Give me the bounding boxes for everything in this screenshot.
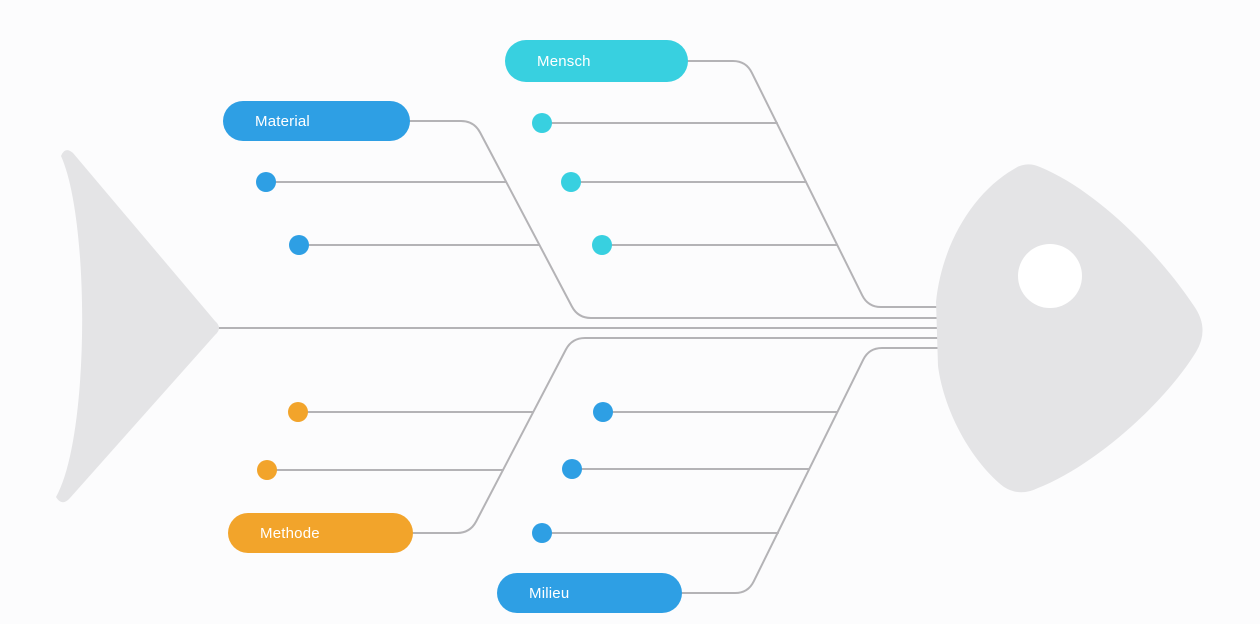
fish-tail[interactable] <box>56 150 219 503</box>
cause-dot-mensch-3[interactable] <box>592 235 612 255</box>
cause-dot-methode-1[interactable] <box>288 402 308 422</box>
category-label-milieu[interactable]: Milieu <box>497 573 682 613</box>
category-label-mensch[interactable]: Mensch <box>505 40 688 82</box>
branch-line-milieu <box>681 347 939 594</box>
cause-dot-milieu-2[interactable] <box>562 459 582 479</box>
cause-dot-mensch-2[interactable] <box>561 172 581 192</box>
cause-dot-milieu-3[interactable] <box>532 523 552 543</box>
category-label-methode[interactable]: Methode <box>228 513 413 553</box>
category-label-milieu-text: Milieu <box>529 584 570 602</box>
branch-line-methode <box>412 337 939 534</box>
category-label-mensch-text: Mensch <box>537 52 591 70</box>
fish-eye <box>1018 244 1082 308</box>
fish-head[interactable] <box>936 164 1203 493</box>
cause-dot-methode-2[interactable] <box>257 460 277 480</box>
branch-line-mensch <box>687 60 939 308</box>
cause-dot-material-2[interactable] <box>289 235 309 255</box>
category-label-material[interactable]: Material <box>223 101 410 141</box>
branch-line-material <box>409 120 939 319</box>
cause-dot-milieu-1[interactable] <box>593 402 613 422</box>
cause-dot-material-1[interactable] <box>256 172 276 192</box>
category-label-methode-text: Methode <box>260 524 320 542</box>
category-label-material-text: Material <box>255 112 310 130</box>
cause-dot-mensch-1[interactable] <box>532 113 552 133</box>
